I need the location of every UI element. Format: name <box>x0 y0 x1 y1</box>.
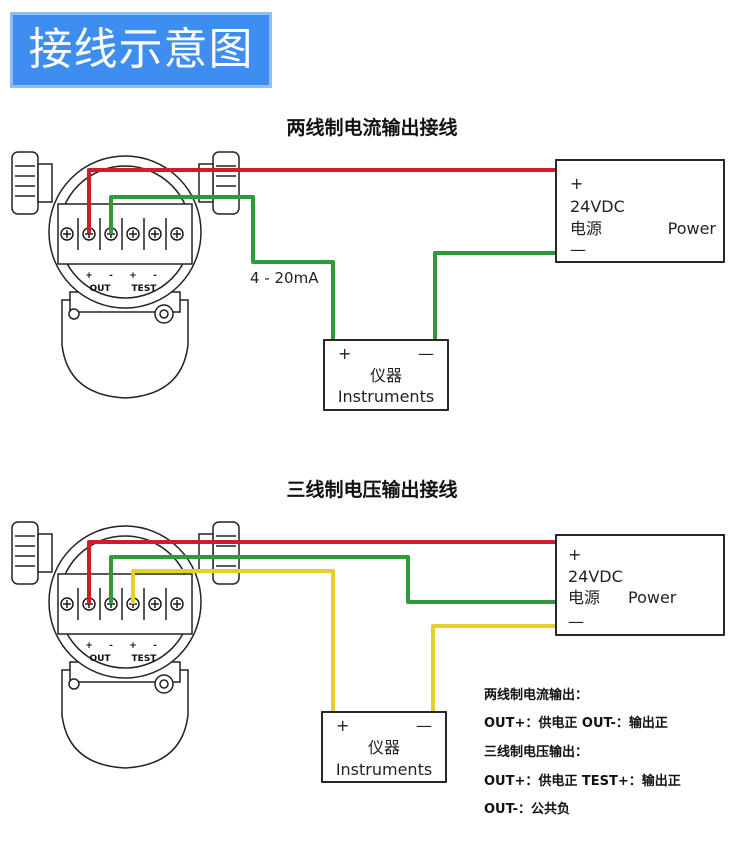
instrument-name-cn: 仪器 <box>370 366 402 385</box>
terminal-label-out: OUT <box>89 654 111 664</box>
left-cable-gland <box>11 521 39 585</box>
power-supply-box <box>555 159 725 263</box>
sensor-body <box>61 669 189 769</box>
page-title: 接线示意图 <box>28 24 254 75</box>
instrument-name-en: Instruments <box>336 760 432 779</box>
green-wire-return <box>433 251 556 340</box>
instrument-plus: + <box>338 344 351 363</box>
instrument-name-en: Instruments <box>338 387 434 406</box>
header-banner: 接线示意图 <box>10 12 272 88</box>
note-line: OUT+：供电正 OUT-：输出正 <box>484 715 668 731</box>
terminal-label-plus: + <box>129 641 137 651</box>
power-name-en: Power <box>668 219 717 238</box>
power-name-cn: 电源 <box>568 588 600 607</box>
red-wire-supply <box>87 540 556 604</box>
instrument-plus: + <box>336 716 349 735</box>
power-plus: + <box>570 174 583 193</box>
power-name-cn: 电源 <box>570 219 602 238</box>
sensor-body <box>61 299 189 399</box>
power-voltage: 24VDC <box>570 197 625 216</box>
red-wire-supply <box>87 168 556 234</box>
note-line: 两线制电流输出： <box>484 687 588 703</box>
right-cable-gland <box>212 521 240 585</box>
wiring-notes: 两线制电流输出： OUT+：供电正 OUT-：输出正 三线制电压输出： OUT+… <box>484 687 681 817</box>
green-wire-output <box>109 195 335 340</box>
terminal-block <box>57 573 193 635</box>
power-voltage: 24VDC <box>568 567 623 586</box>
terminal-label-minus: - <box>109 641 113 651</box>
terminal-label-plus: + <box>85 271 93 281</box>
power-name-en: Power <box>628 588 677 607</box>
terminal-label-minus: - <box>109 271 113 281</box>
two-wire-caption: 两线制电流输出接线 <box>286 116 457 139</box>
yellow-wire-return <box>431 624 556 712</box>
instrument-box <box>323 339 449 411</box>
terminal-label-test: TEST <box>132 284 158 294</box>
left-cable-gland <box>11 151 39 215</box>
yellow-wire-output <box>131 569 335 712</box>
three-wire-caption: 三线制电压输出接线 <box>286 478 457 501</box>
transmitter-two-wire <box>11 151 240 399</box>
current-signal-label: 4 - 20mA <box>250 269 319 287</box>
green-wire-common <box>109 555 556 604</box>
right-cable-gland <box>212 151 240 215</box>
power-minus: — <box>570 240 586 259</box>
instrument-minus: — <box>418 344 434 363</box>
terminal-label-minus: - <box>153 271 157 281</box>
terminal-block <box>57 203 193 265</box>
terminal-row-two-wire <box>60 218 184 250</box>
terminal-label-test: TEST <box>132 654 158 664</box>
instrument-minus: — <box>416 716 432 735</box>
terminal-label-minus: - <box>153 641 157 651</box>
note-line: OUT-：公共负 <box>484 801 570 817</box>
power-supply-box <box>555 534 725 636</box>
instrument-name-cn: 仪器 <box>368 738 400 757</box>
terminal-label-plus: + <box>85 641 93 651</box>
two-wire-section: 两线制电流输出接线 <box>11 116 725 411</box>
note-line: 三线制电压输出： <box>484 744 588 760</box>
terminal-label-plus: + <box>129 271 137 281</box>
instrument-box <box>321 711 447 783</box>
note-line: OUT+：供电正 TEST+：输出正 <box>484 773 681 789</box>
three-wire-section: 三线制电压输出接线 <box>11 478 725 817</box>
power-minus: — <box>568 612 584 631</box>
terminal-label-out: OUT <box>89 284 111 294</box>
power-plus: + <box>568 545 581 564</box>
